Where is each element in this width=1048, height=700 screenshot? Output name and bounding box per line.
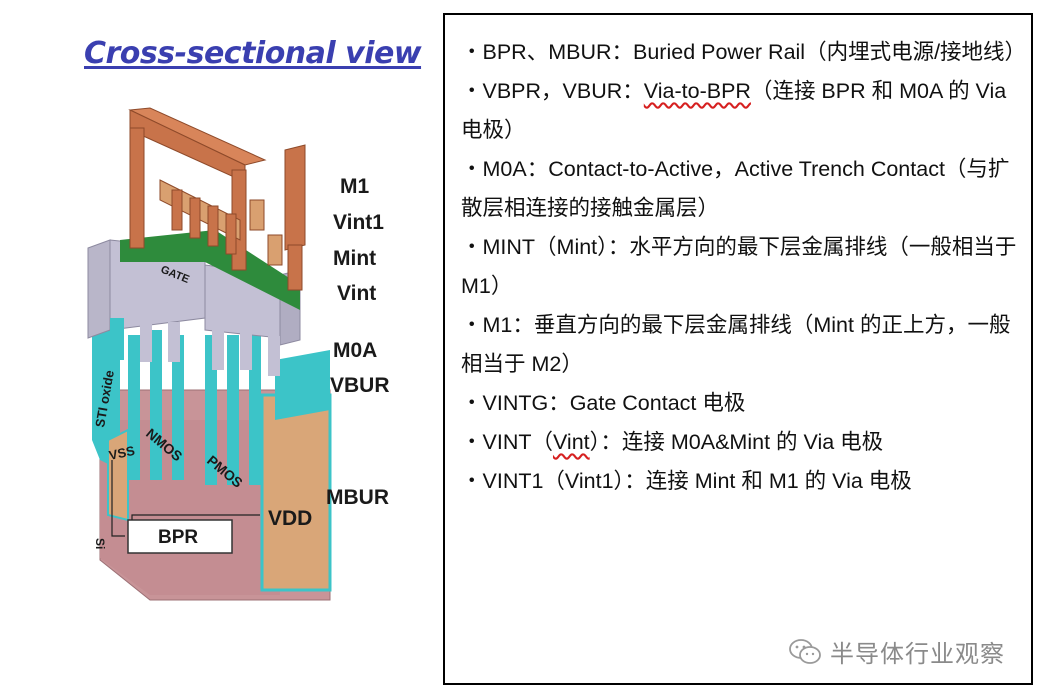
layer-label-m0a: M0A xyxy=(333,339,377,362)
m0a-leg xyxy=(268,336,280,376)
cross-section-panel: Cross-sectional view xyxy=(0,0,440,700)
mint-finger xyxy=(207,205,219,247)
definition-text: ・M0A：Contact-to-Active，Active Trench Con… xyxy=(461,157,1010,220)
definitions-panel: ・BPR、MBUR：Buried Power Rail（内埋式电源/接地线） ・V… xyxy=(443,13,1033,685)
diagram-title: Cross-sectional view xyxy=(84,36,422,71)
fin xyxy=(172,335,184,480)
definition-item: ・VINTG：Gate Contact 电极 xyxy=(461,384,1019,423)
m0a-leg xyxy=(140,322,152,362)
sti-oxide-back xyxy=(275,350,330,420)
spellcheck-term: Via-to-BPR xyxy=(643,79,751,103)
layer-label-vint: Vint xyxy=(337,282,376,305)
fin xyxy=(128,335,140,480)
m0a-leg xyxy=(212,330,224,370)
fin xyxy=(249,335,261,485)
vdd-rail xyxy=(260,393,332,592)
m0a-contacts xyxy=(87,239,301,376)
spellcheck-term: Vint xyxy=(552,430,590,454)
definition-item: ・M1：垂直方向的最下层金属排线（Mint 的正上方，一般相当于 M2） xyxy=(461,306,1019,384)
definition-text: ・VINTG：Gate Contact 电极 xyxy=(461,391,746,415)
cross-section-diagram: GATE STI oxide VSS NMOS PMOS Si VDD BPR … xyxy=(87,107,390,601)
fin xyxy=(227,335,239,485)
vdd-label: VDD xyxy=(268,507,312,530)
mint-finger xyxy=(171,189,183,231)
layer-label-vint1: Vint1 xyxy=(333,211,384,234)
definition-item: ・BPR、MBUR：Buried Power Rail（内埋式电源/接地线） xyxy=(461,33,1026,72)
m0a-contact xyxy=(87,239,111,339)
definition-item: ・VINT1（Vint1）：连接 Mint 和 M1 的 Via 电极 xyxy=(461,462,1019,501)
si-label: Si xyxy=(93,538,107,549)
definition-item: ・M0A：Contact-to-Active，Active Trench Con… xyxy=(461,150,1019,228)
definition-text: ・M1：垂直方向的最下层金属排线（Mint 的正上方，一般相当于 M2） xyxy=(461,313,1011,376)
layer-label-mint: Mint xyxy=(333,247,376,270)
definition-text: ・VBPR，VBUR： xyxy=(461,79,644,103)
vss-label: VSS xyxy=(108,443,137,463)
bpr-arrow-vss xyxy=(111,460,125,537)
layer-label-vbur: VBUR xyxy=(330,374,390,397)
bpr-box xyxy=(127,519,233,554)
vss-rail xyxy=(107,428,129,522)
definition-text: ・VINT1（Vint1）：连接 Mint 和 M1 的 Via 电极 xyxy=(461,469,912,493)
gate xyxy=(120,230,300,310)
definition-text: ・VINT（ xyxy=(461,430,553,454)
definition-item: ・VINT（Vint）：连接 M0A&Mint 的 Via 电极 xyxy=(461,423,1019,462)
m1-right-leg xyxy=(287,244,303,291)
definition-item: ・VBPR，VBUR：Via-to-BPR（连接 BPR 和 M0A 的 Via… xyxy=(461,72,1019,150)
mint-finger xyxy=(189,197,201,239)
definition-item: ・MINT（Mint）：水平方向的最下层金属排线（一般相当于 M1） xyxy=(461,228,1019,306)
definition-text: ・BPR、MBUR：Buried Power Rail（内埋式电源/接地线） xyxy=(461,40,1027,64)
watermark: 半导体行业观察 xyxy=(788,634,1005,669)
wechat-icon xyxy=(789,638,821,664)
definitions-list: ・BPR、MBUR：Buried Power Rail（内埋式电源/接地线） ・V… xyxy=(445,15,1031,501)
fin xyxy=(205,335,217,485)
mint-metal xyxy=(159,179,283,266)
definition-text: ）：连接 M0A&Mint 的 Via 电极 xyxy=(589,430,884,454)
m1-right-arm xyxy=(284,144,306,251)
bpr-label: BPR xyxy=(158,527,198,548)
fin xyxy=(150,330,162,480)
vint-via xyxy=(267,234,283,266)
m1-metal xyxy=(128,107,306,291)
layer-label-m1: M1 xyxy=(340,175,369,198)
m0a-leg xyxy=(110,318,124,360)
vint-via xyxy=(249,199,265,231)
definition-text: （连接 BPR 和 M0A 的 Via 电极） xyxy=(461,79,1007,142)
m0a-leg xyxy=(240,330,252,370)
mint-finger xyxy=(225,213,237,255)
layer-label-mbur: MBUR xyxy=(326,486,389,509)
m0a-leg xyxy=(168,322,180,362)
bpr-arrow-vdd xyxy=(131,514,260,520)
definition-text: ・MINT（Mint）：水平方向的最下层金属排线（一般相当于 M1） xyxy=(461,235,1017,298)
fin-group xyxy=(128,330,261,485)
m1-leg xyxy=(129,127,145,249)
watermark-text: 半导体行业观察 xyxy=(830,640,1005,668)
